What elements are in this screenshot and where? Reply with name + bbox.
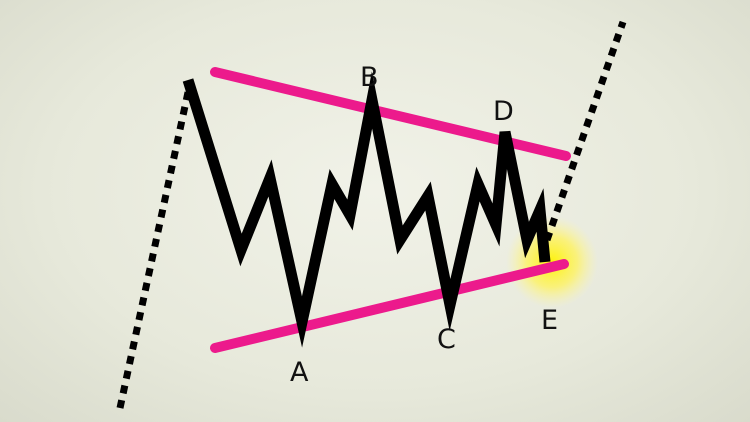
lower-trendline — [210, 259, 569, 353]
wave-label-c: C — [437, 324, 456, 355]
wave-label-e: E — [541, 305, 558, 336]
wave-label-b: B — [360, 62, 379, 93]
breakout-trend-dotted-line — [543, 20, 627, 242]
price-zigzag-line — [182, 71, 551, 348]
incoming-trend-dotted-line — [116, 82, 194, 409]
wave-label-a: A — [290, 357, 309, 388]
wave-label-d: D — [493, 96, 514, 127]
